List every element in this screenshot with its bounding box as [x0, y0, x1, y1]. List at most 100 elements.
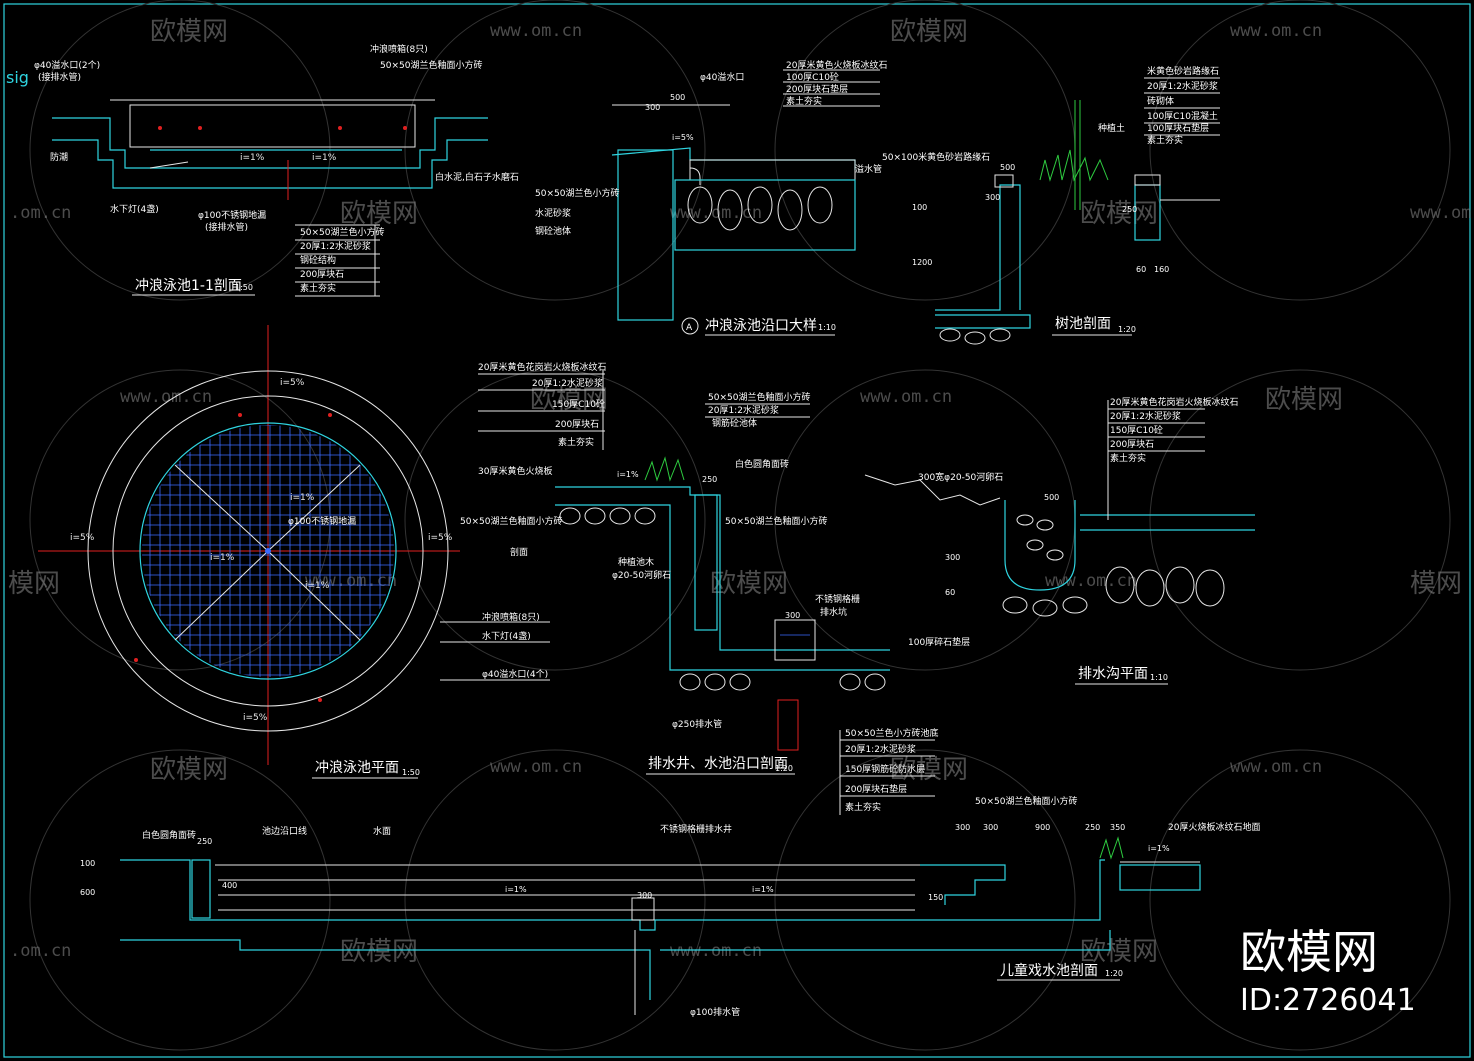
watermark-brand: 欧模网	[1265, 385, 1343, 415]
kids-pool-section: 250 100 600 400 i=1% i=1% 300 i=1% 300 3…	[80, 795, 1260, 1018]
plan-label: 水下灯(4盏)	[482, 630, 531, 642]
detailA-label: 溢水管	[855, 163, 882, 175]
watermark-url: www.om.cn	[1230, 21, 1322, 41]
drainwell-label: 50×50湖兰色釉面小方砖	[725, 515, 827, 527]
kids-dim: 400	[222, 881, 237, 890]
watermark-brand: 欧模网	[890, 17, 968, 47]
kids-dim: 900	[1035, 823, 1050, 832]
treepit-layer: 素土夯实	[1147, 134, 1183, 146]
watermark-url: www.om.cn	[1230, 757, 1322, 777]
watermark-brand: 欧模网	[1080, 937, 1158, 967]
plan-label: 20厚1:2水泥砂浆	[532, 377, 603, 389]
treepit-dim: 100	[912, 203, 927, 212]
drainwell-label: 种植池木	[618, 556, 654, 568]
plan-slope: i=1%	[305, 581, 330, 591]
drainwell-dim: i=1%	[617, 470, 639, 479]
detailA-title: 冲浪泳池沿口大样	[705, 318, 817, 334]
watermark-brand: 欧模网	[150, 755, 228, 785]
detailA-scale: 1:10	[818, 323, 836, 332]
treepit-layer: 100厚块石垫层	[1147, 122, 1209, 134]
drainwell-layer: 150厚钢筋砼防水层	[845, 763, 925, 775]
drainwell-layer: 钢筋砼池体	[712, 417, 757, 429]
drainwell-layer: 20厚1:2水泥砂浆	[845, 743, 916, 755]
drainwell-title: 排水井、水池沿口剖面	[648, 756, 788, 772]
detailA-label: 水泥砂浆	[535, 207, 571, 219]
ditch-layer: 20厚米黄色花岗岩火烧板冰纹石	[1110, 396, 1238, 408]
section1-label: φ40溢水口(2个)	[34, 59, 100, 71]
treepit-title: 树池剖面	[1055, 316, 1111, 332]
detailA-dim: i=5%	[672, 133, 694, 142]
kids-label: φ100排水管	[690, 1006, 740, 1018]
section1-layer: 200厚块石	[300, 268, 344, 280]
section1-layer: 50×50湖兰色小方砖	[300, 226, 384, 238]
plan-label: 20厚米黄色花岗岩火烧板冰纹石	[478, 361, 606, 373]
watermark-url: www.om.cn	[1045, 571, 1137, 591]
drainwell-dim: 250	[702, 475, 717, 484]
watermark-brand: 欧模网	[710, 569, 788, 599]
drainwell-label: 不锈钢格栅	[815, 593, 860, 605]
section1-label: 50×50湖兰色釉面小方砖	[380, 59, 482, 71]
kids-label: 20厚火烧板冰纹石地面	[1168, 821, 1260, 833]
plan-slope: i=1%	[290, 493, 315, 503]
ditch-layer: 150厚C10砼	[1110, 424, 1163, 436]
plan-slope: i=5%	[428, 533, 453, 543]
ditch-label: 100厚碎石垫层	[908, 636, 970, 648]
kids-dim: i=1%	[1148, 844, 1170, 853]
plan-slope: i=5%	[280, 378, 305, 388]
ditch-layer: 20厚1:2水泥砂浆	[1110, 410, 1181, 422]
plan-scale: 1:50	[402, 768, 420, 777]
plan-label: 素土夯实	[558, 436, 594, 448]
watermark-layer: 欧模网 www.om.cn 欧模网 www.om.cn .om.cn 欧模网 w…	[8, 0, 1474, 1051]
detailA-dim: 300	[645, 103, 660, 112]
drainwell-scale: 1:20	[775, 764, 793, 773]
treepit-dim: 160	[1154, 265, 1169, 274]
sheet-border	[3, 3, 1471, 1058]
ditch-layer: 200厚块石	[1110, 438, 1154, 450]
drainwell-label: φ20-50河卵石	[612, 569, 671, 581]
plan-label: 冲浪喷箱(8只)	[482, 611, 540, 623]
detailA-layer: 200厚块石垫层	[786, 83, 848, 95]
detailA-dim: 500	[670, 93, 685, 102]
treepit-label: 种植土	[1098, 122, 1125, 134]
section1-layer: 20厚1:2水泥砂浆	[300, 240, 371, 252]
corner-text: sig	[6, 68, 29, 87]
brand-id: ID:2726041	[1240, 983, 1416, 1018]
watermark-url: www.om.cn	[120, 387, 212, 407]
drainwell-layer: 20厚1:2水泥砂浆	[708, 404, 779, 416]
tile-grid	[142, 425, 394, 677]
treepit-layer: 100厚C10混凝土	[1147, 110, 1218, 122]
kids-dim: i=1%	[505, 885, 527, 894]
kids-dim: 300	[637, 891, 652, 900]
section1-label: (接排水管)	[38, 71, 81, 83]
drainwell-dim: 300	[785, 611, 800, 620]
plan-label: 150厚C10砼	[552, 398, 605, 410]
kids-dim: i=1%	[752, 885, 774, 894]
section1-slope-left: i=1%	[240, 153, 265, 163]
treepit-label: 50×100米黄色砂岩路缘石	[882, 151, 990, 163]
kids-dim: 250	[1085, 823, 1100, 832]
kids-dim: 250	[197, 837, 212, 846]
detailA-layer: 素土夯实	[786, 95, 822, 107]
ditch-dim: 60	[945, 588, 955, 597]
watermark-url: .om.cn	[10, 941, 71, 961]
watermark-url: www.om.cn	[670, 941, 762, 961]
watermark-brand: 欧模网	[340, 937, 418, 967]
detailA-layer: 20厚米黄色火烧板冰纹石	[786, 59, 887, 71]
plan-slope: i=5%	[70, 533, 95, 543]
kids-dim: 150	[928, 893, 943, 902]
kids-dim: 300	[955, 823, 970, 832]
section1-scale: 1:50	[235, 283, 253, 292]
section1-slope-right: i=1%	[312, 153, 337, 163]
treepit-layer: 米黄色砂岩路缘石	[1147, 65, 1219, 77]
pool-plan-view: i=5% i=5% i=5% i=5% i=1% i=1% i=1% 20厚米黄…	[38, 325, 606, 779]
watermark-url: www.om.cn	[1410, 203, 1474, 223]
ditch-layer: 素土夯实	[1110, 452, 1146, 464]
brand-logo: 欧模网	[1240, 925, 1378, 979]
watermark-url: www.om.cn	[305, 571, 397, 591]
plan-label: 剖面	[510, 546, 528, 558]
kids-label: 白色圆角面砖	[142, 829, 196, 841]
kids-scale: 1:20	[1105, 969, 1123, 978]
kids-label: 池边沿口线	[262, 825, 307, 837]
detailA-layer: 100厚C10砼	[786, 71, 839, 83]
